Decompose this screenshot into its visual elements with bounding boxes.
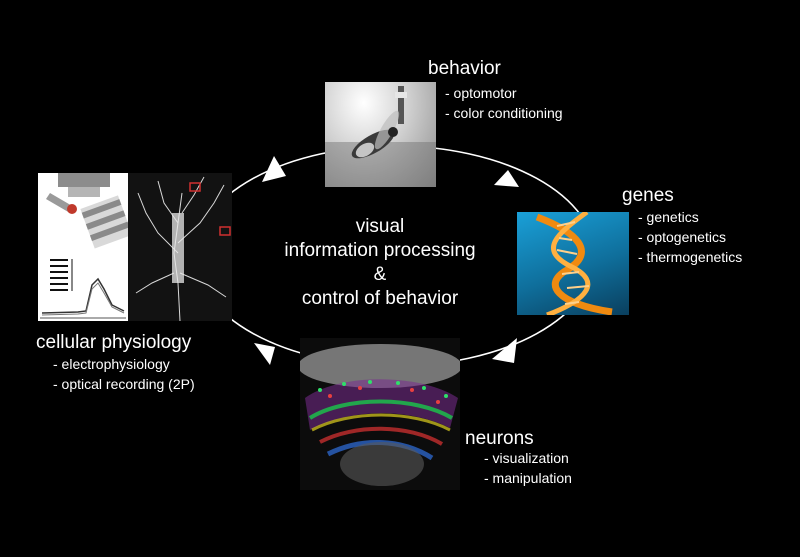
neurons-image [300, 338, 460, 490]
center-line-3: & [373, 264, 387, 285]
behavior-fly-image [325, 82, 436, 187]
electrophysiology-setup-image [38, 173, 128, 321]
arrow-top-left [262, 156, 286, 182]
arrow-top-right [494, 170, 519, 187]
genes-item: - genetics [638, 209, 699, 225]
neurons-title: neurons [465, 428, 534, 449]
cellular-physiology-item: - electrophysiology [53, 356, 170, 372]
center-line-4: control of behavior [301, 288, 459, 309]
cellular-physiology-title: cellular physiology [36, 332, 192, 353]
genes-dna-image [517, 212, 629, 315]
genes-item: - thermogenetics [638, 249, 743, 265]
neurons-item: - manipulation [484, 470, 572, 486]
behavior-list: - optomotor - color conditioning [445, 83, 563, 123]
center-line-2: information processing [284, 240, 476, 261]
behavior-title: behavior [428, 58, 501, 79]
behavior-item: - color conditioning [445, 105, 563, 121]
behavior-item: - optomotor [445, 85, 517, 101]
genes-list: - genetics - optogenetics - thermogeneti… [638, 207, 742, 267]
arrow-bottom-right [492, 338, 517, 363]
neuron-morphology-image [128, 173, 232, 321]
arrow-bottom-left [254, 343, 275, 365]
genes-item: - optogenetics [638, 229, 726, 245]
genes-title: genes [622, 185, 674, 206]
neurons-list: - visualization - manipulation [484, 448, 572, 488]
center-label: visual information processing & control … [245, 215, 515, 311]
cellular-physiology-list: - electrophysiology - optical recording … [53, 354, 195, 394]
cellular-physiology-item: - optical recording (2P) [53, 376, 195, 392]
center-line-1: visual [355, 216, 405, 237]
neurons-item: - visualization [484, 450, 569, 466]
